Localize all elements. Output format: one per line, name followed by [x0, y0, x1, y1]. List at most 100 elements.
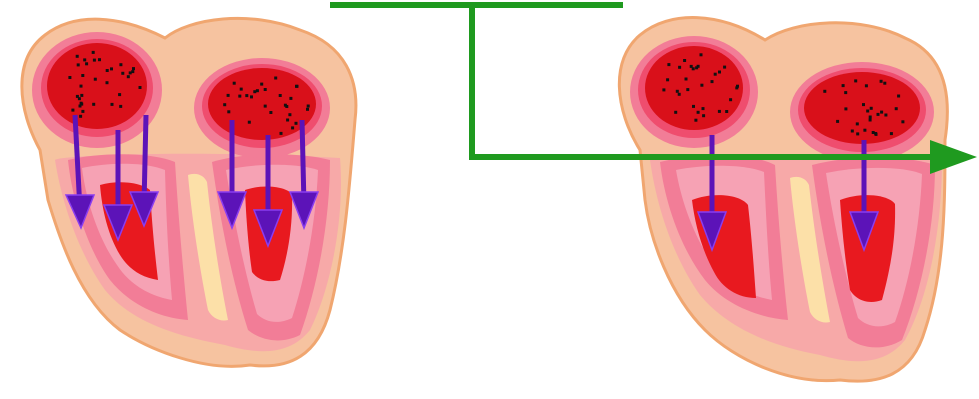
blood-dot	[79, 105, 82, 108]
right-heart-atrium-left-blood	[645, 46, 743, 130]
blood-dot	[77, 63, 80, 66]
blood-dot	[856, 132, 859, 135]
blood-dot	[238, 95, 241, 98]
blood-dot	[132, 67, 135, 70]
blood-dot	[264, 88, 267, 91]
blood-dot	[269, 111, 272, 114]
blood-dot	[725, 110, 728, 113]
blood-dot	[842, 84, 845, 87]
blood-dot	[248, 121, 251, 124]
blood-dot	[250, 95, 253, 98]
blood-dot	[736, 85, 739, 88]
blood-dot	[890, 132, 893, 135]
blood-dot	[870, 107, 873, 110]
blood-dot	[83, 58, 86, 61]
blood-dot	[129, 71, 132, 74]
blood-dot	[678, 93, 681, 96]
blood-dot	[702, 114, 705, 117]
blood-dot	[880, 111, 883, 114]
blood-dot	[694, 119, 697, 122]
blood-dot	[223, 103, 226, 106]
blood-dot	[662, 88, 665, 91]
blood-dot	[690, 65, 693, 68]
blood-dot	[897, 95, 900, 98]
blood-dot	[279, 94, 282, 97]
blood-dot	[79, 115, 82, 118]
blood-dot	[869, 116, 872, 119]
blood-dot	[718, 110, 721, 113]
blood-dot	[106, 69, 109, 72]
blood-dot	[256, 89, 259, 92]
blood-dot	[877, 113, 880, 116]
blood-dot	[119, 105, 122, 108]
timeline-arrowhead	[930, 140, 977, 174]
blood-dot	[131, 70, 134, 73]
blood-dot	[285, 105, 288, 108]
blood-dot	[695, 66, 698, 69]
left-heart-atrium-left-blood	[47, 43, 147, 129]
blood-dot	[76, 55, 79, 58]
blood-dot	[240, 88, 243, 91]
blood-dot	[295, 122, 298, 125]
blood-dot	[121, 72, 124, 75]
blood-dot	[856, 122, 859, 125]
blood-dot	[863, 129, 866, 132]
blood-dot	[700, 84, 703, 87]
blood-dot	[92, 103, 95, 106]
blood-dot	[307, 105, 310, 108]
blood-dot	[94, 78, 97, 81]
blood-dot	[692, 105, 695, 108]
blood-dot	[869, 119, 872, 122]
blood-dot	[78, 97, 81, 100]
blood-dot	[862, 103, 865, 106]
blood-dot	[667, 63, 670, 66]
blood-dot	[306, 108, 309, 111]
blood-dot	[697, 111, 700, 114]
blood-dot	[245, 94, 248, 97]
blood-dot	[110, 67, 113, 70]
blood-dot	[127, 75, 130, 78]
blood-dot	[139, 86, 142, 89]
blood-dot	[291, 126, 294, 129]
blood-dot	[68, 76, 71, 79]
blood-dot	[711, 80, 714, 83]
blood-dot	[700, 53, 703, 56]
blood-dot	[227, 110, 230, 113]
blood-dot	[119, 63, 122, 66]
blood-dot	[286, 119, 289, 122]
blood-dot	[666, 78, 669, 81]
blood-dot	[851, 130, 854, 133]
blood-dot	[718, 71, 721, 74]
blood-dot	[280, 132, 283, 135]
blood-dot	[93, 59, 96, 62]
blood-dot	[823, 90, 826, 93]
blood-dot	[296, 85, 299, 88]
blood-dot	[714, 73, 717, 76]
blood-dot	[85, 62, 88, 65]
blood-dot	[227, 94, 230, 97]
blood-dot	[98, 58, 101, 61]
blood-dot	[80, 85, 83, 88]
blood-dot	[836, 120, 839, 123]
blood-dot	[106, 81, 109, 84]
blood-dot	[872, 131, 875, 134]
blood-dot	[233, 82, 236, 85]
blood-dot	[865, 84, 868, 87]
blood-dot	[866, 110, 869, 113]
blood-dot	[678, 66, 681, 69]
blood-dot	[880, 80, 883, 83]
right-heart	[619, 18, 947, 382]
blood-dot	[702, 107, 705, 110]
left-heart	[22, 18, 356, 366]
blood-dot	[844, 107, 847, 110]
blood-dot	[253, 90, 256, 93]
blood-dot	[686, 88, 689, 91]
blood-dot	[288, 113, 291, 116]
blood-dot	[264, 105, 267, 108]
blood-dot	[80, 94, 83, 97]
blood-dot	[685, 78, 688, 81]
blood-dot	[676, 90, 679, 93]
blood-dot	[844, 91, 847, 94]
right-heart-atrium-right-blood	[804, 72, 920, 144]
